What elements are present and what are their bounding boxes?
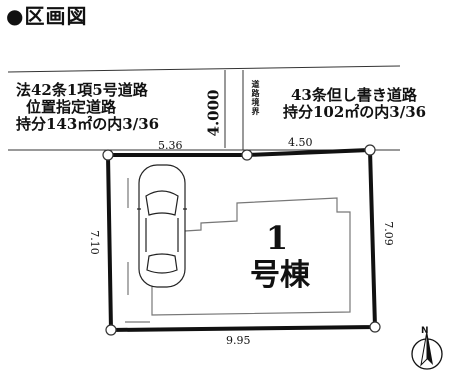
corner-marker [105,324,117,336]
right-road-share: 持分102㎡の内3/36 [283,103,427,121]
compass-label: N [421,326,429,336]
car-icon [137,164,187,288]
road-edge-line [7,65,401,73]
dim-bottom: 9.95 [226,334,251,347]
right-road-info: 43条但し書き道路 持分102㎡の内3/36 [283,87,426,121]
building-number: 1 [265,219,289,257]
road-width-label: 4.000 [204,89,223,137]
left-road-designation: 位置指定道路 [26,98,117,116]
dim-top-right: 4.50 [288,136,313,149]
dim-left: 7.10 [87,230,101,255]
building-outline [151,197,351,316]
dim-right: 7.09 [381,221,395,246]
left-road-share: 持分143㎡の内3/36 [16,115,160,133]
corner-marker [102,149,114,161]
north-arrow-icon [411,330,443,370]
lot-boundary [105,147,378,333]
building-name: 号棟 [250,258,310,293]
road-boundary-label: 道路境界 [251,80,261,116]
corner-marker [369,321,381,333]
left-road-type: 法42条1項5号道路 [16,81,148,99]
right-road-type: 43条但し書き道路 [291,86,417,104]
page-title: ●区画図 [6,4,88,28]
corner-marker [364,144,376,156]
corner-marker [241,149,253,161]
left-road-info: 法42条1項5号道路 位置指定道路 持分143㎡の内3/36 [16,82,159,133]
dim-top-left: 5.36 [158,139,183,152]
